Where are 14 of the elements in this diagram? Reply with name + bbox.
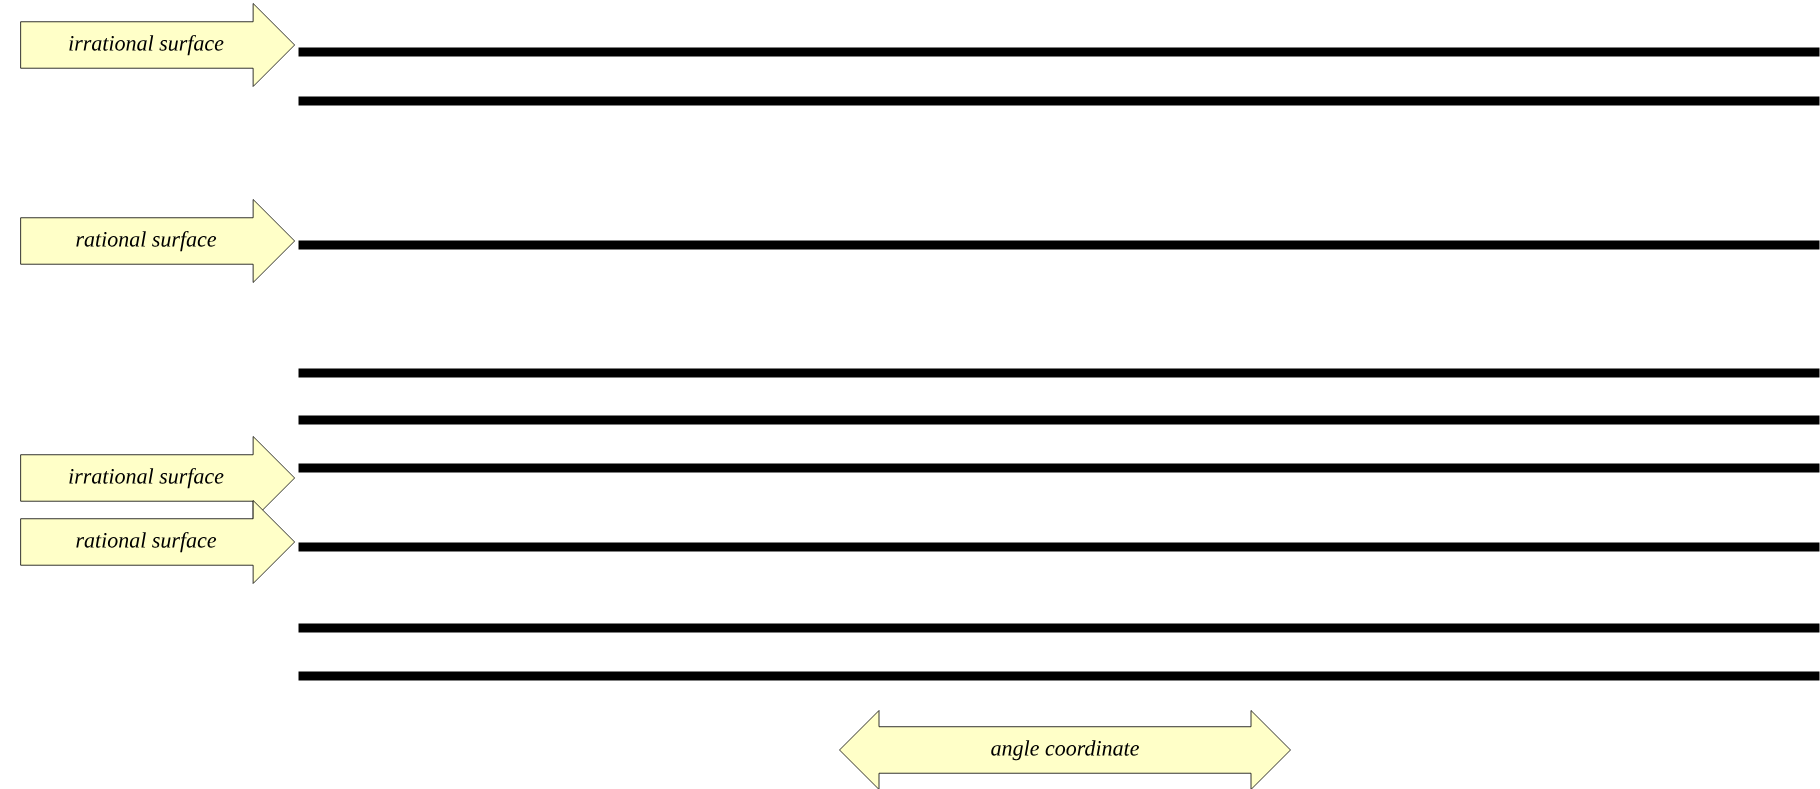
horizontal-bar bbox=[298, 240, 1820, 250]
arrow-callout: irrational surface bbox=[20, 436, 296, 520]
horizontal-bar bbox=[298, 47, 1820, 57]
arrow-callout: rational surface bbox=[20, 199, 296, 283]
horizontal-bar bbox=[298, 96, 1820, 106]
horizontal-bar bbox=[298, 368, 1820, 378]
arrow-callout: rational surface bbox=[20, 500, 296, 584]
horizontal-bar bbox=[298, 542, 1820, 552]
horizontal-bar bbox=[298, 415, 1820, 425]
arrow-callout: irrational surface bbox=[20, 3, 296, 87]
double-arrow-callout: angle coordinate bbox=[839, 710, 1291, 789]
horizontal-bar bbox=[298, 463, 1820, 473]
horizontal-bar bbox=[298, 671, 1820, 681]
horizontal-bar bbox=[298, 623, 1820, 633]
